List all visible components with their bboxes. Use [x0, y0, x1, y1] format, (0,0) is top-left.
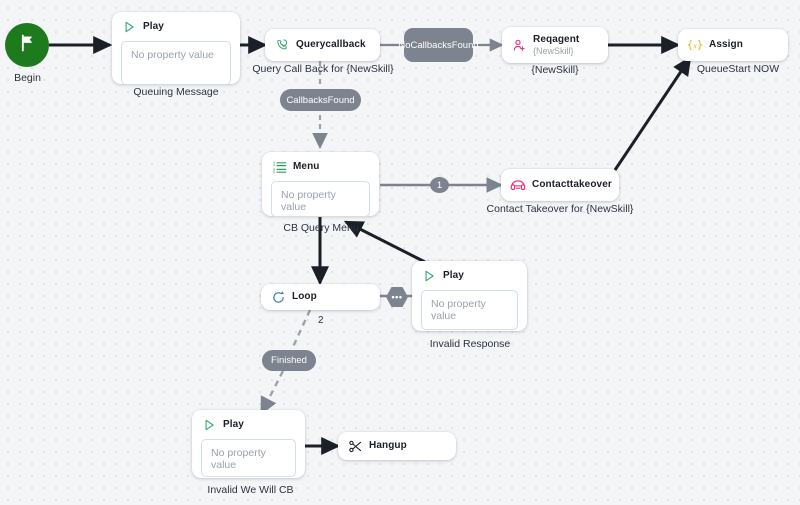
- svg-text:1: 1: [272, 161, 275, 167]
- node-header: Reqagent {NewSkill}: [502, 27, 608, 63]
- node-title: Contacttakeover: [532, 179, 612, 190]
- play-triangle-icon: [121, 19, 137, 35]
- play-triangle-icon: [421, 268, 437, 284]
- node-header: 1 2 Menu: [262, 152, 379, 179]
- caption-begin: Begin: [14, 72, 41, 84]
- node-hangup[interactable]: Hangup: [338, 432, 456, 460]
- caption-invalid-we-will-cb: Invalid We Will CB: [207, 484, 294, 496]
- node-cb-query-menu[interactable]: 1 2 Menu No property value: [262, 152, 379, 217]
- node-loop[interactable]: Loop: [261, 284, 380, 310]
- node-queuing-message[interactable]: Play No property value: [112, 12, 240, 85]
- node-subtitle: {NewSkill}: [533, 45, 574, 56]
- node-contacttakeover[interactable]: Contacttakeover: [501, 169, 619, 201]
- node-header: Play: [112, 12, 240, 39]
- edge-pill-nocallbacksfound[interactable]: NoCallbacksFound: [398, 28, 479, 62]
- property-placeholder: No property value: [431, 298, 486, 322]
- node-title: Querycallback: [296, 39, 366, 50]
- node-title: Hangup: [369, 440, 407, 451]
- node-title: Loop: [292, 291, 317, 302]
- edge-loop-to-finished: [290, 309, 312, 350]
- phone-headset-icon: [510, 177, 526, 193]
- caption-querycallback: Query Call Back for {NewSkill}: [252, 63, 394, 75]
- edge-finished-to-invalidwewillcb: [260, 370, 285, 415]
- caption-invalid-response: Invalid Response: [429, 338, 511, 350]
- svg-text:2: 2: [272, 168, 275, 174]
- node-assign[interactable]: x Assign: [678, 29, 788, 61]
- property-field[interactable]: No property value: [421, 290, 518, 330]
- caption-queuing-message: Queuing Message: [133, 86, 219, 98]
- node-title: Menu: [293, 161, 320, 172]
- caption-reqagent: {NewSkill}: [531, 64, 579, 76]
- property-placeholder: No property value: [281, 189, 336, 213]
- node-reqagent[interactable]: Reqagent {NewSkill}: [502, 27, 608, 63]
- node-header: Play: [412, 261, 527, 288]
- node-header: Contacttakeover: [501, 169, 619, 201]
- caption-assign: QueueStart NOW: [696, 63, 780, 75]
- node-header: Querycallback: [265, 29, 380, 61]
- node-invalid-we-will-cb[interactable]: Play No property value: [192, 410, 305, 478]
- edge-pill-callbacksfound[interactable]: CallbacksFound: [280, 89, 361, 111]
- node-invalid-response[interactable]: Play No property value: [412, 261, 527, 331]
- property-field[interactable]: No property value: [201, 439, 296, 477]
- edge-badge-loop-default[interactable]: •••: [386, 287, 408, 307]
- person-add-icon: [511, 37, 527, 53]
- node-header: Play: [192, 410, 305, 437]
- node-title: Reqagent: [533, 33, 580, 45]
- variable-braces-icon: x: [687, 37, 703, 53]
- scissors-cut-icon: [347, 438, 363, 454]
- node-title: Assign: [709, 39, 743, 50]
- edge-badge-menu-option-one[interactable]: 1: [430, 177, 449, 193]
- numbered-list-icon: 1 2: [271, 159, 287, 175]
- node-header: Loop: [261, 284, 380, 310]
- node-header: Hangup: [338, 432, 456, 460]
- edge-pill-finished[interactable]: Finished: [262, 350, 316, 371]
- property-placeholder: No property value: [211, 447, 266, 471]
- caption-contacttakeover: Contact Takeover for {NewSkill}: [486, 203, 634, 215]
- node-header: x Assign: [678, 29, 788, 61]
- node-querycallback[interactable]: Querycallback: [265, 29, 380, 61]
- play-triangle-icon: [201, 417, 217, 433]
- property-field[interactable]: No property value: [271, 181, 370, 217]
- node-title: Play: [223, 419, 244, 430]
- property-field[interactable]: No property value: [121, 41, 231, 85]
- svg-text:x: x: [693, 42, 697, 50]
- edge-label-loop-count: 2: [318, 315, 324, 326]
- node-title: Play: [443, 270, 464, 281]
- node-title: Play: [143, 21, 164, 32]
- caption-cb-query-menu: CB Query Menu: [283, 222, 359, 234]
- loop-circular-arrow-icon: [270, 289, 286, 305]
- flag-icon: [17, 33, 37, 58]
- node-begin[interactable]: [5, 23, 49, 67]
- node-title-block: Reqagent {NewSkill}: [533, 34, 579, 57]
- property-placeholder: No property value: [131, 49, 214, 61]
- phone-callback-icon: [274, 37, 290, 53]
